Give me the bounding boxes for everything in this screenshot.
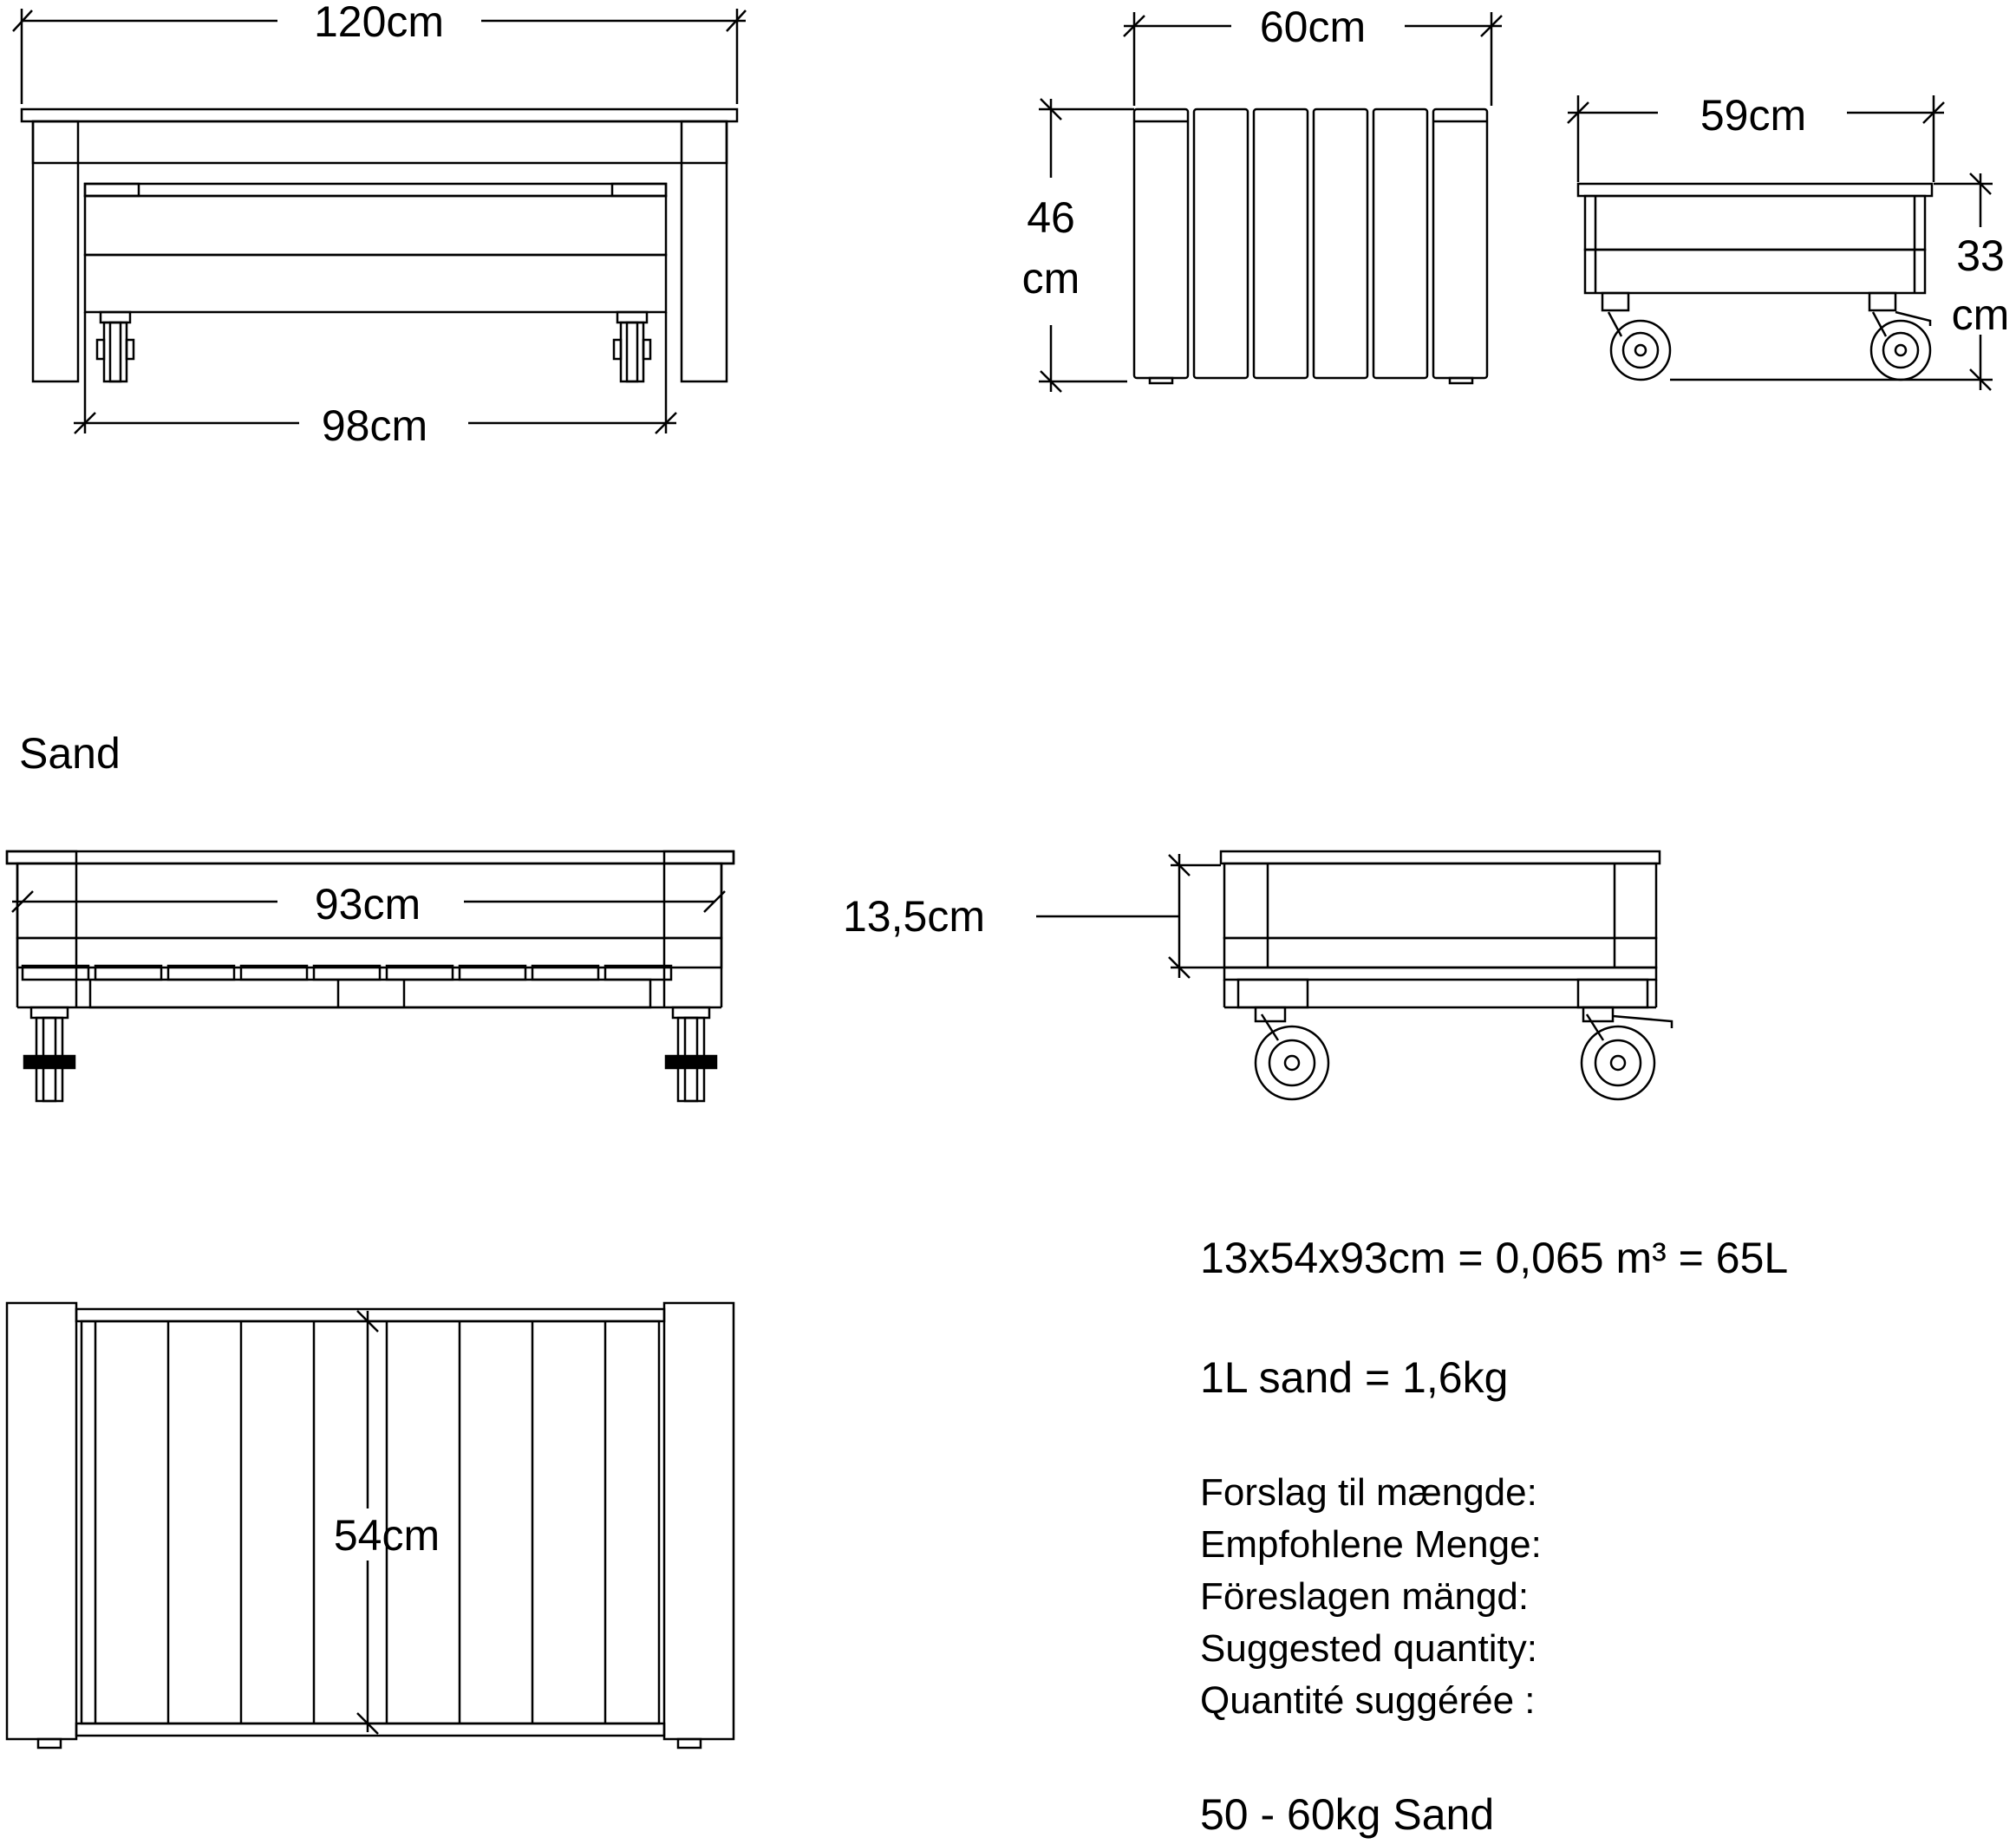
side-height-label-2: cm <box>1022 254 1080 303</box>
suggested-label-de: Empfohlene Menge: <box>1200 1523 1542 1566</box>
top-inner-depth-label: 54cm <box>334 1511 440 1560</box>
suggested-label-da: Forslag til mængde: <box>1200 1471 1537 1514</box>
drawer-width-label: 59cm <box>1700 91 1806 140</box>
side-width-label: 60cm <box>1260 3 1366 51</box>
result-quantity: 50 - 60kg Sand <box>1200 1790 1494 1839</box>
density-formula: 1L sand = 1,6kg <box>1200 1353 1508 1402</box>
caster-left <box>1601 291 1672 381</box>
caster-right <box>1580 1006 1673 1101</box>
drawer-side-view <box>1567 95 1993 391</box>
sand-inner-width-label: 93cm <box>315 880 421 929</box>
side-height-label-1: 46 <box>1027 193 1075 242</box>
caster-right <box>664 1006 718 1103</box>
front-width-label: 120cm <box>314 0 444 46</box>
front-inner-width-label: 98cm <box>322 401 427 450</box>
volume-formula: 13x54x93cm = 0,065 m³ = 65L <box>1200 1234 1788 1282</box>
caster-left <box>1254 1006 1330 1101</box>
drawer-height-label-1: 33 <box>1956 231 2005 280</box>
suggested-label-sv: Föreslagen mängd: <box>1200 1575 1529 1618</box>
suggested-label-fr: Quantité suggérée : <box>1200 1679 1535 1722</box>
caster-left <box>23 1006 76 1103</box>
front-view <box>12 9 747 434</box>
sand-depth-label: 13,5cm <box>843 892 985 941</box>
drawer-height-label-2: cm <box>1952 290 2010 339</box>
caster-right <box>1868 291 1932 381</box>
caster-right <box>612 310 652 383</box>
top-view <box>5 1301 735 1750</box>
sand-section-side <box>1036 850 1673 1101</box>
sand-title: Sand <box>19 729 121 778</box>
caster-left <box>95 310 135 383</box>
side-view <box>1039 12 1503 393</box>
sand-section-front <box>5 850 735 1103</box>
suggested-label-en: Suggested quantity: <box>1200 1627 1537 1670</box>
